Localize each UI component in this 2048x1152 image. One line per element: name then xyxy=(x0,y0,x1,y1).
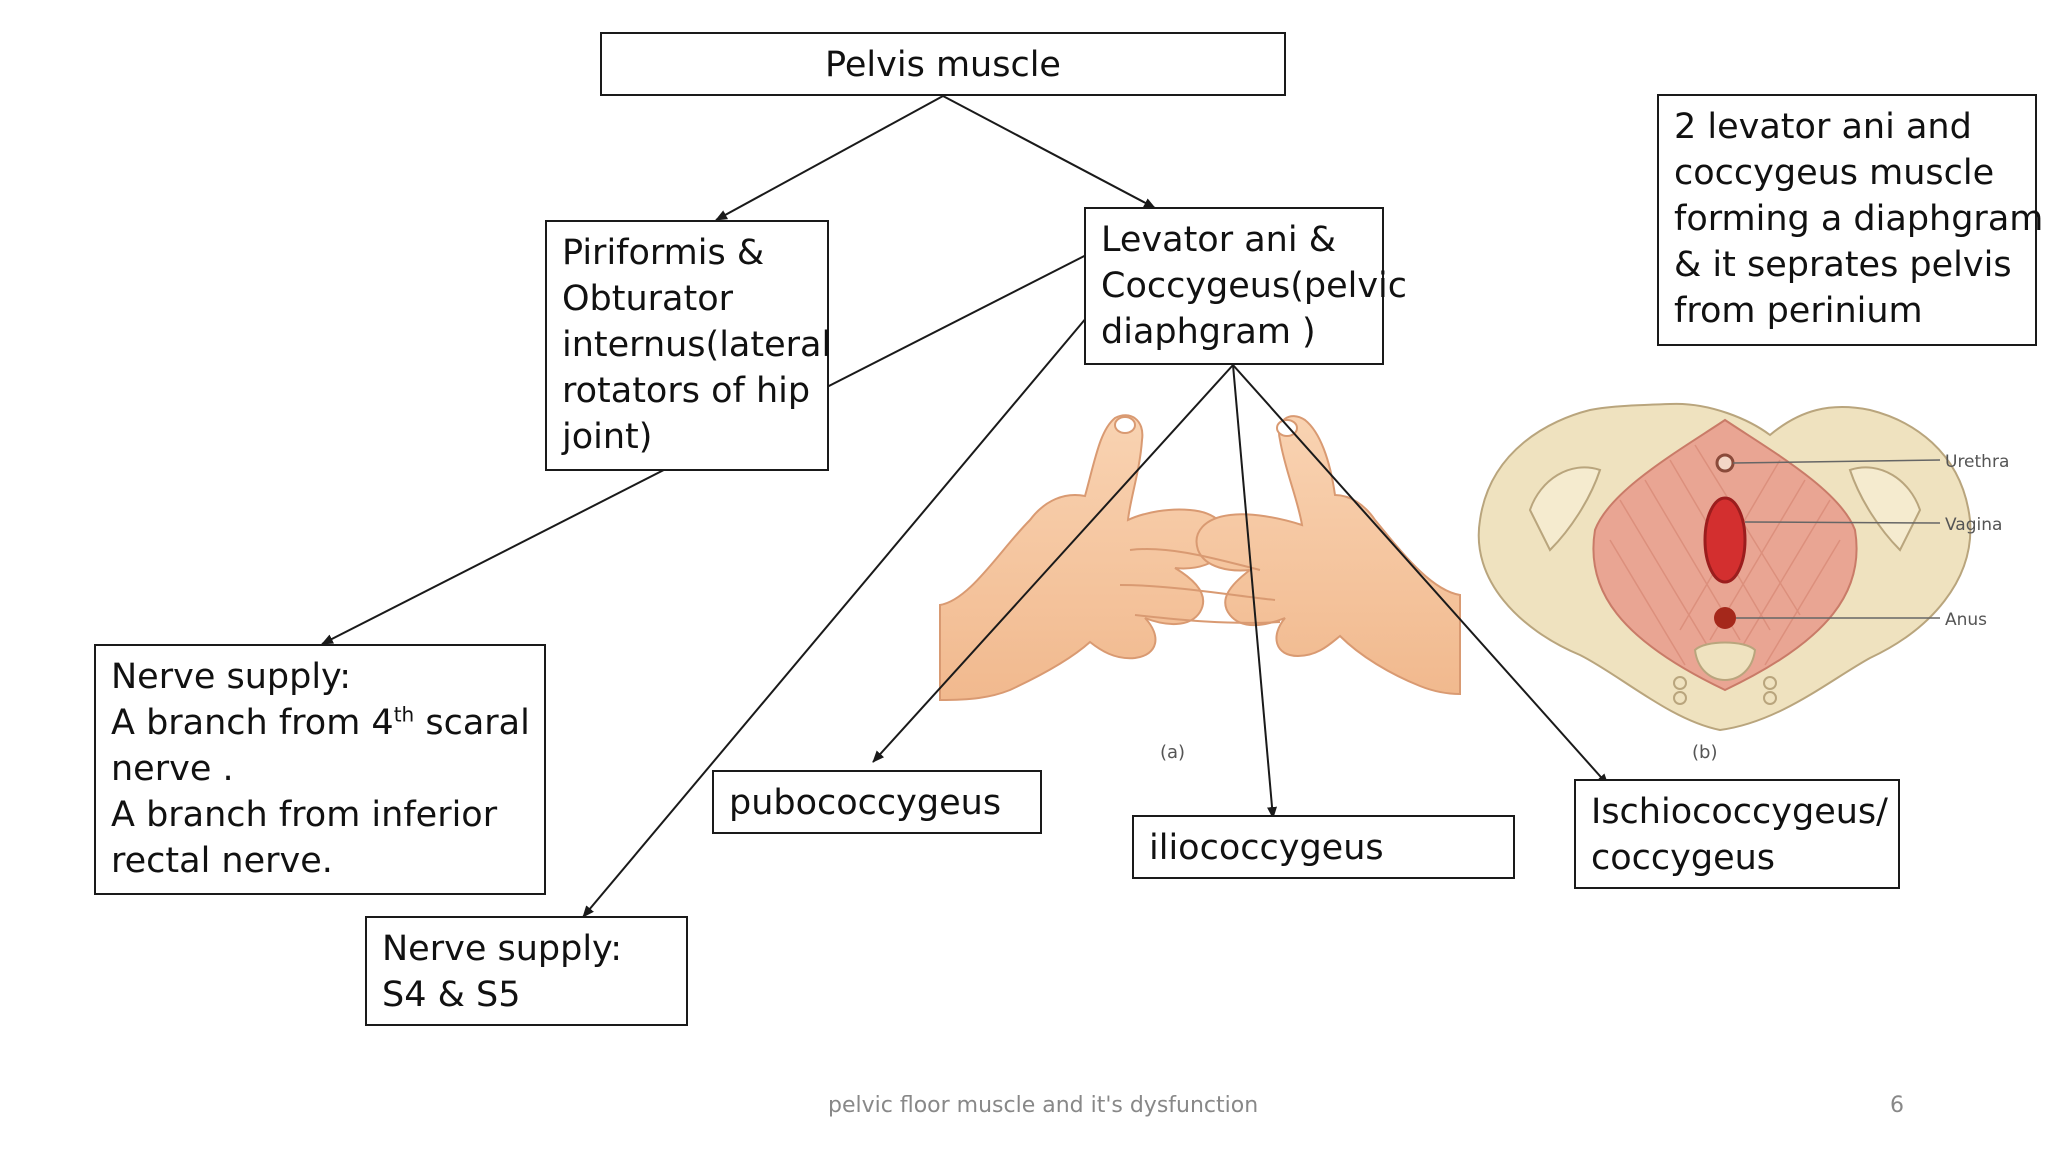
figure-b-caption: (b) xyxy=(1692,742,1717,763)
levator-line-2: Coccygeus(pelvic xyxy=(1101,266,1408,306)
nerve-supply-2-line-1: Nerve supply: xyxy=(382,929,623,969)
figure-a-caption: (a) xyxy=(1160,742,1185,763)
levator-ani-box: Levator ani & Coccygeus(pelvic diaphgram… xyxy=(1084,207,1408,365)
piriformis-line-4: rotators of hip xyxy=(562,371,811,411)
nerve-supply-1-line-3: nerve . xyxy=(111,749,234,789)
ischio-line-2: coccygeus xyxy=(1591,838,1776,878)
vagina-mark xyxy=(1703,496,1747,584)
pubococcygeus-box: pubococcygeus xyxy=(712,770,1042,834)
nerve-supply-1-line-4: A branch from inferior xyxy=(111,795,498,835)
nerve-supply-box-1: Nerve supply: A branch from 4th scaral n… xyxy=(94,644,546,895)
note-line-2: coccygeus muscle xyxy=(1674,153,1995,193)
note-line-5: from perinium xyxy=(1674,291,1923,331)
arrow-to-ischiococcygeus xyxy=(1232,364,1609,786)
levator-line-3: diaphgram ) xyxy=(1101,312,1316,352)
pelvic-floor-illustration: Urethra Vagina Anus (b) xyxy=(1477,402,2009,763)
nerve-supply-box-2: Nerve supply: S4 & S5 xyxy=(365,916,688,1026)
pelvis-muscle-box: Pelvis muscle xyxy=(600,32,1286,96)
nerve-supply-1-heading: Nerve supply: xyxy=(111,657,352,697)
diaphragm-note-box: 2 levator ani and coccygeus muscle formi… xyxy=(1657,94,2044,346)
right-hand xyxy=(1195,415,1461,696)
anus-label: Anus xyxy=(1945,610,1987,630)
piriformis-line-3: internus(lateral xyxy=(562,325,832,365)
iliococcygeus-box: iliococcygeus xyxy=(1132,815,1515,879)
iliococcygeus-label: iliococcygeus xyxy=(1149,828,1384,868)
piriformis-line-5: joint) xyxy=(562,417,653,457)
anus-mark xyxy=(1714,607,1736,629)
nerve-supply-2-line-2: S4 & S5 xyxy=(382,975,521,1015)
arrow-to-levator xyxy=(942,95,1156,209)
piriformis-line-1: Piriformis & xyxy=(562,233,765,273)
arrow-to-pubococcygeus xyxy=(872,364,1234,763)
note-line-4: & it seprates pelvis xyxy=(1674,245,2012,285)
piriformis-line-2: Obturator xyxy=(562,279,734,319)
arrow-to-nerve-supply-2 xyxy=(582,291,1109,918)
pelvis-muscle-title: Pelvis muscle xyxy=(825,45,1061,85)
hands-illustration: (a) xyxy=(939,414,1461,763)
nerve-supply-1-line-2: A branch from 4th scaral xyxy=(111,702,530,743)
nerve-supply-1-line-5: rectal nerve. xyxy=(111,841,333,881)
pubococcygeus-label: pubococcygeus xyxy=(729,783,1002,823)
slide-number: 6 xyxy=(1890,1093,1904,1118)
ischio-line-1: Ischiococcygeus/ xyxy=(1591,792,1888,832)
note-line-3: forming a diaphgram xyxy=(1674,199,2044,239)
note-line-1: 2 levator ani and xyxy=(1674,107,1972,147)
arrow-to-iliococcygeus xyxy=(1232,364,1278,819)
levator-line-1: Levator ani & xyxy=(1101,220,1337,260)
ischiococcygeus-box: Ischiococcygeus/ coccygeus xyxy=(1574,779,1900,889)
vagina-label: Vagina xyxy=(1945,515,2002,535)
arrow-to-piriformis xyxy=(715,95,944,221)
piriformis-obturator-box: Piriformis & Obturator internus(lateral … xyxy=(545,220,832,471)
urethra-label: Urethra xyxy=(1945,452,2009,472)
slide-footer: pelvic floor muscle and it's dysfunction xyxy=(828,1093,1259,1118)
